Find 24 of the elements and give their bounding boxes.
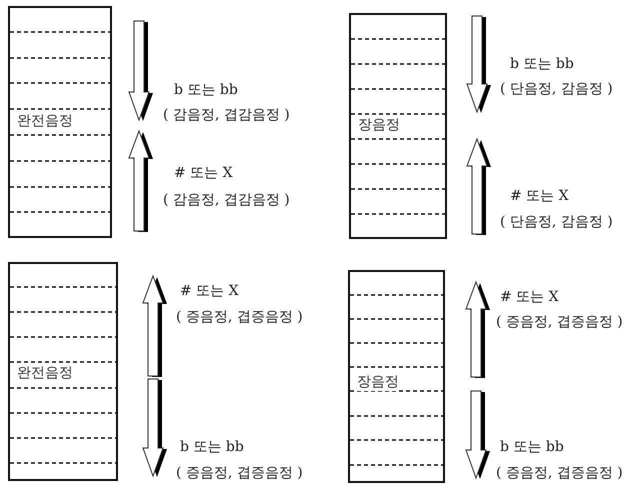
box-label: 장음정 [357, 373, 399, 391]
accidental-label: # 또는 X [500, 288, 559, 306]
interval-label: ( 증음정, 겹증음정 ) [496, 464, 623, 482]
accidental-label: b 또는 bb [510, 55, 574, 73]
accidental-label: b 또는 bb [180, 438, 244, 456]
box-label: 완전음정 [17, 364, 73, 382]
box-label: 완전음정 [17, 112, 73, 130]
interval-label: ( 증음정, 겹증음정 ) [496, 313, 623, 331]
accidental-label: # 또는 X [174, 164, 233, 182]
interval-box [349, 13, 447, 239]
accidental-label: # 또는 X [180, 282, 239, 300]
interval-label: ( 단음정, 감음정 ) [500, 213, 613, 231]
box-label: 장음정 [358, 116, 400, 134]
interval-box [8, 6, 112, 238]
interval-label: ( 감음정, 겹감음정 ) [163, 106, 290, 124]
interval-label: ( 감음정, 겹감음정 ) [163, 191, 290, 209]
interval-box [8, 262, 118, 481]
interval-label: ( 증음정, 겹증음정 ) [176, 308, 303, 326]
interval-box [348, 270, 445, 483]
accidental-label: b 또는 bb [174, 81, 238, 99]
accidental-label: b 또는 bb [500, 438, 564, 456]
interval-label: ( 단음정, 감음정 ) [500, 80, 613, 98]
accidental-label: # 또는 X [510, 187, 569, 205]
interval-label: ( 증음정, 겹증음정 ) [176, 464, 303, 482]
